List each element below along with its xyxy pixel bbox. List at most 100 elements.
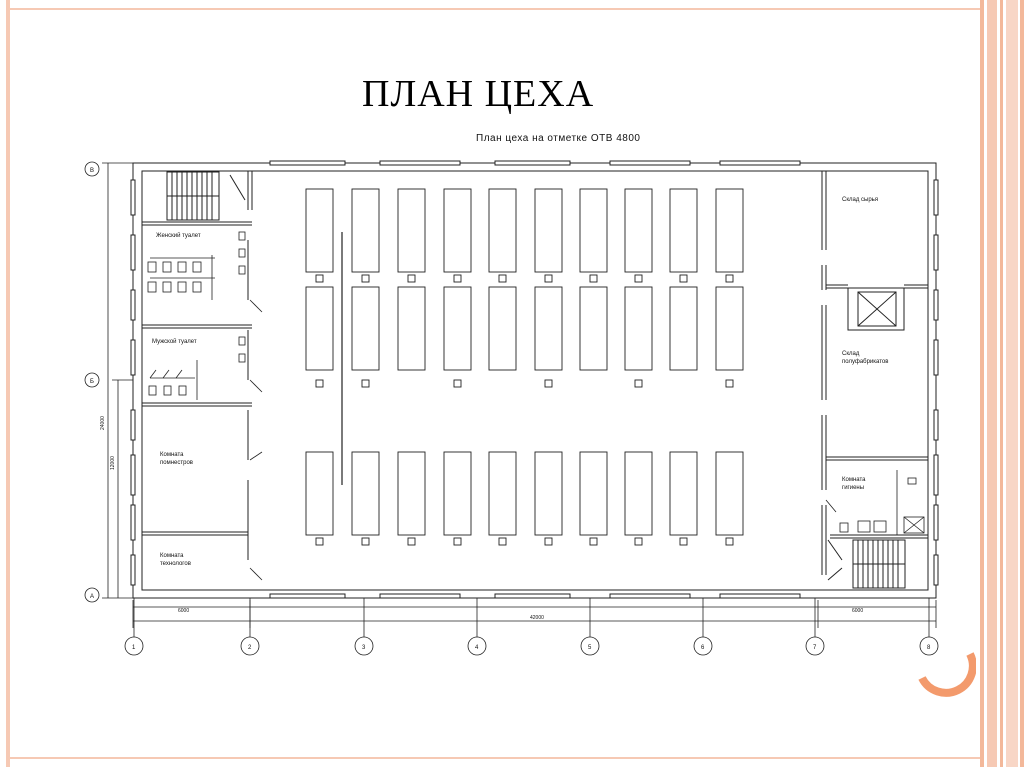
column-axis-label: 4 <box>475 645 479 651</box>
window <box>933 339 939 376</box>
window <box>130 339 136 376</box>
slide-title: ПЛАН ЦЕХА <box>362 73 595 115</box>
column-axis-marker <box>693 636 713 656</box>
workstation-stool <box>544 379 553 388</box>
label-foremen-room-2: помнестров <box>160 460 193 466</box>
workstation-stool <box>453 537 462 546</box>
window <box>933 179 939 216</box>
workstation-table <box>624 188 653 273</box>
column-axis-marker <box>805 636 825 656</box>
workstation-table <box>488 286 517 371</box>
workstation-stool <box>544 537 553 546</box>
workstation-stool <box>679 274 688 283</box>
label-semi-storage-2: полуфабрикатов <box>842 359 888 365</box>
workstation-table <box>669 451 698 536</box>
workstation-table <box>715 188 744 273</box>
column-axis-label: 3 <box>362 645 366 651</box>
doors-left <box>249 299 263 581</box>
workstation-stool <box>315 537 324 546</box>
right-rooms <box>821 171 928 575</box>
workstation-table <box>397 188 426 273</box>
workstation-stool <box>361 537 370 546</box>
staircase-left <box>166 171 246 221</box>
workstation-table <box>715 286 744 371</box>
workstation-table <box>579 451 608 536</box>
label-women-toilet: Женский туалет <box>156 232 201 239</box>
workstation-table <box>305 188 334 273</box>
row-axis-v: В <box>90 168 94 174</box>
workstation-table <box>715 451 744 536</box>
window <box>719 160 801 166</box>
column-axis-marker <box>580 636 600 656</box>
workstation-table <box>669 286 698 371</box>
column-axis-marker <box>240 636 260 656</box>
workstation-table <box>624 286 653 371</box>
window <box>130 179 136 216</box>
slide-frame-bottom <box>6 757 980 759</box>
workstation-stool <box>679 537 688 546</box>
window <box>719 593 801 599</box>
window <box>130 289 136 321</box>
windows <box>130 160 939 599</box>
window <box>130 504 136 541</box>
workstation-table <box>488 451 517 536</box>
workstation-table <box>305 451 334 536</box>
workstations <box>305 188 744 546</box>
workstation-stool <box>634 379 643 388</box>
label-men-toilet: Мужской туалет <box>152 338 197 345</box>
elevator-shaft <box>847 287 905 331</box>
dimension-lines <box>102 162 937 628</box>
label-foremen-room-1: Комната <box>160 452 184 458</box>
workstation-stool <box>589 537 598 546</box>
label-semi-storage-1: Склад <box>842 351 860 357</box>
window <box>130 454 136 496</box>
label-hygiene-room-1: Комната <box>842 477 866 483</box>
workstation-table <box>397 286 426 371</box>
workstation-stool <box>725 274 734 283</box>
window <box>494 160 571 166</box>
workstation-table <box>443 188 472 273</box>
workstation-stool <box>361 274 370 283</box>
column-axis-marker <box>124 636 144 656</box>
label-technologists-room-1: Комната <box>160 553 184 559</box>
window <box>933 504 939 541</box>
workstation-table <box>534 188 563 273</box>
slide-frame-top <box>6 8 980 10</box>
workstation-table <box>351 286 380 371</box>
column-axis-label: 1 <box>132 645 136 651</box>
window <box>269 593 346 599</box>
workstation-stool <box>498 274 507 283</box>
window <box>933 454 939 496</box>
window <box>494 593 571 599</box>
workstation-stool <box>407 274 416 283</box>
label-technologists-room-2: технологов <box>160 561 191 567</box>
window <box>609 593 691 599</box>
workstation-table <box>397 451 426 536</box>
window <box>130 234 136 271</box>
column-axis-label: 8 <box>927 645 931 651</box>
workstation-table <box>443 451 472 536</box>
workstation-stool <box>498 537 507 546</box>
workstation-stool <box>315 379 324 388</box>
dim-right-bay: 6000 <box>852 608 863 614</box>
workstation-stool <box>453 274 462 283</box>
window <box>130 409 136 441</box>
workstation-stool <box>725 379 734 388</box>
workstation-table <box>579 188 608 273</box>
workstation-table <box>624 451 653 536</box>
window <box>269 160 346 166</box>
plan-subtitle: План цеха на отметке ОТВ 4800 <box>476 133 641 144</box>
window <box>933 409 939 441</box>
row-axis-a: А <box>90 594 94 600</box>
window <box>379 160 461 166</box>
window <box>933 234 939 271</box>
row-axes <box>84 161 100 603</box>
dim-total-length: 42000 <box>530 615 544 621</box>
label-raw-storage: Склад сырья <box>842 197 878 203</box>
workstation-stool <box>315 274 324 283</box>
workstation-table <box>305 286 334 371</box>
workstation-stool <box>407 537 416 546</box>
outer-walls <box>132 162 937 599</box>
